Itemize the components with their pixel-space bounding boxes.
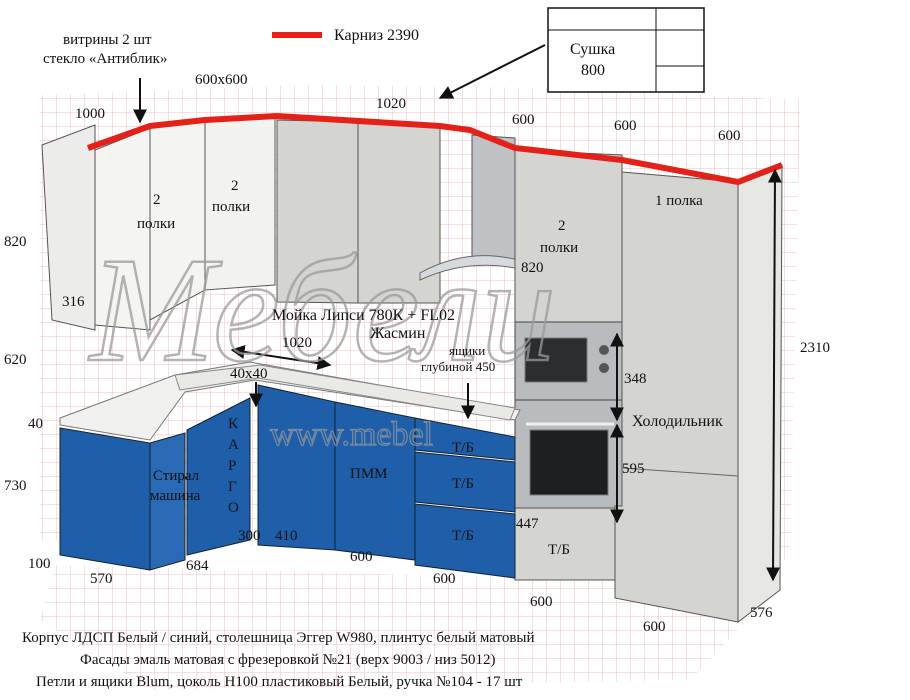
lower-drawer-1 (414, 417, 516, 461)
height-100: 100 (28, 556, 51, 572)
cargo-letter-2: А (228, 437, 239, 453)
dryer-arrow (438, 44, 546, 99)
lower-under-sink (257, 384, 336, 551)
height-820: 820 (4, 234, 27, 250)
microwave-knob-2 (599, 363, 609, 373)
showcase-label-1: витрины 2 шт (63, 32, 152, 48)
width-600-bottom-c: 600 (530, 594, 553, 610)
height-820-right: 820 (521, 260, 544, 276)
watermark-script: Мебели (88, 227, 556, 393)
width-410: 410 (275, 528, 298, 544)
height-40: 40 (28, 416, 43, 432)
shelves-a-count: 2 (153, 192, 161, 208)
dryer-label-2: 800 (581, 62, 605, 79)
fridge-column (614, 171, 739, 623)
height-2310: 2310 (800, 340, 830, 356)
cargo-letter-5: О (228, 500, 239, 516)
lower-drawer-2 (414, 451, 516, 513)
floor-grid (40, 565, 780, 690)
fridge-label: Холодильник (632, 413, 723, 430)
upper-left-side (41, 124, 96, 331)
tb-label-4: Т/Б (548, 542, 570, 558)
height-447: 447 (516, 516, 539, 532)
lower-cargo (186, 397, 251, 556)
width-600-bottom-b: 600 (433, 571, 456, 587)
cargo-letter-3: Р (228, 458, 236, 474)
lower-cabinet-washer-front (149, 432, 186, 571)
oven-door-glass (529, 429, 609, 496)
width-1000: 1000 (75, 106, 105, 122)
cargo-letter-4: Г (228, 479, 237, 495)
tb-label-1: Т/Б (452, 440, 474, 456)
shelves-c-label: полки (540, 240, 578, 256)
watermark-url: www.mebel (270, 416, 433, 453)
corner-40x40: 40х40 (230, 366, 268, 382)
width-600-c: 600 (718, 128, 741, 144)
width-570: 570 (90, 571, 113, 587)
caption-line-1: Корпус ЛДСП Белый / синий, столешница Эг… (22, 630, 535, 646)
oven-bottom-front (514, 507, 616, 581)
height-316: 316 (62, 294, 85, 310)
microwave-knob (599, 345, 609, 355)
total-height-arrow (766, 168, 782, 582)
cornice-line (86, 112, 784, 186)
tb-label-2: Т/Б (452, 476, 474, 492)
drawers-label-2: глубиной 450 (421, 359, 495, 374)
lower-left-washer (59, 427, 151, 571)
lower-drawer-3 (414, 503, 516, 579)
width-600-a: 600 (512, 112, 535, 128)
caption-line-3: Петли и ящики Blum, цоколь Н100 пластико… (36, 674, 523, 690)
width-684: 684 (186, 558, 209, 574)
countertop (59, 361, 521, 441)
washer-label-2: машина (150, 488, 201, 504)
shelves-b-count: 2 (231, 178, 239, 194)
shelves-b-label: полки (212, 199, 250, 215)
dryer-box (547, 7, 705, 93)
height-620: 620 (4, 352, 27, 368)
depth-576: 576 (750, 605, 773, 621)
shelf-1-label: 1 полка (655, 193, 703, 209)
shelves-a-label: полки (137, 216, 175, 232)
dryer-label-1: Сушка (570, 41, 615, 58)
cornice-label: Карниз 2390 (334, 27, 419, 44)
sink-span-1020: 1020 (282, 335, 312, 351)
sink-width-arrow (230, 344, 332, 371)
cargo-letter-1: К (228, 416, 239, 432)
pmm-label: ПММ (350, 466, 388, 482)
width-300: 300 (238, 528, 261, 544)
sink-label-2: Жасмин (370, 325, 426, 342)
showcase-label-2: стекло «Антиблик» (43, 51, 167, 67)
caption-line-2: Фасады эмаль матовая с фрезеровкой №21 (… (80, 652, 496, 668)
fridge-split (621, 467, 739, 477)
microwave-window (524, 337, 588, 383)
height-730: 730 (4, 478, 27, 494)
width-600-bottom-a: 600 (350, 549, 373, 565)
width-600x600: 600х600 (195, 72, 248, 88)
tb-label-3: Т/Б (452, 528, 474, 544)
sink-label-1: Мойка Липси 780К + FL02 (272, 307, 455, 324)
height-595: 595 (622, 461, 645, 477)
height-348: 348 (624, 371, 647, 387)
drawers-label-1: ящики (449, 343, 485, 358)
shelves-c-count: 2 (558, 218, 566, 234)
washer-label-1: Стирал (153, 468, 200, 484)
width-600-bottom-d: 600 (643, 619, 666, 635)
width-1020-top: 1020 (376, 96, 406, 112)
width-600-b: 600 (614, 118, 637, 134)
